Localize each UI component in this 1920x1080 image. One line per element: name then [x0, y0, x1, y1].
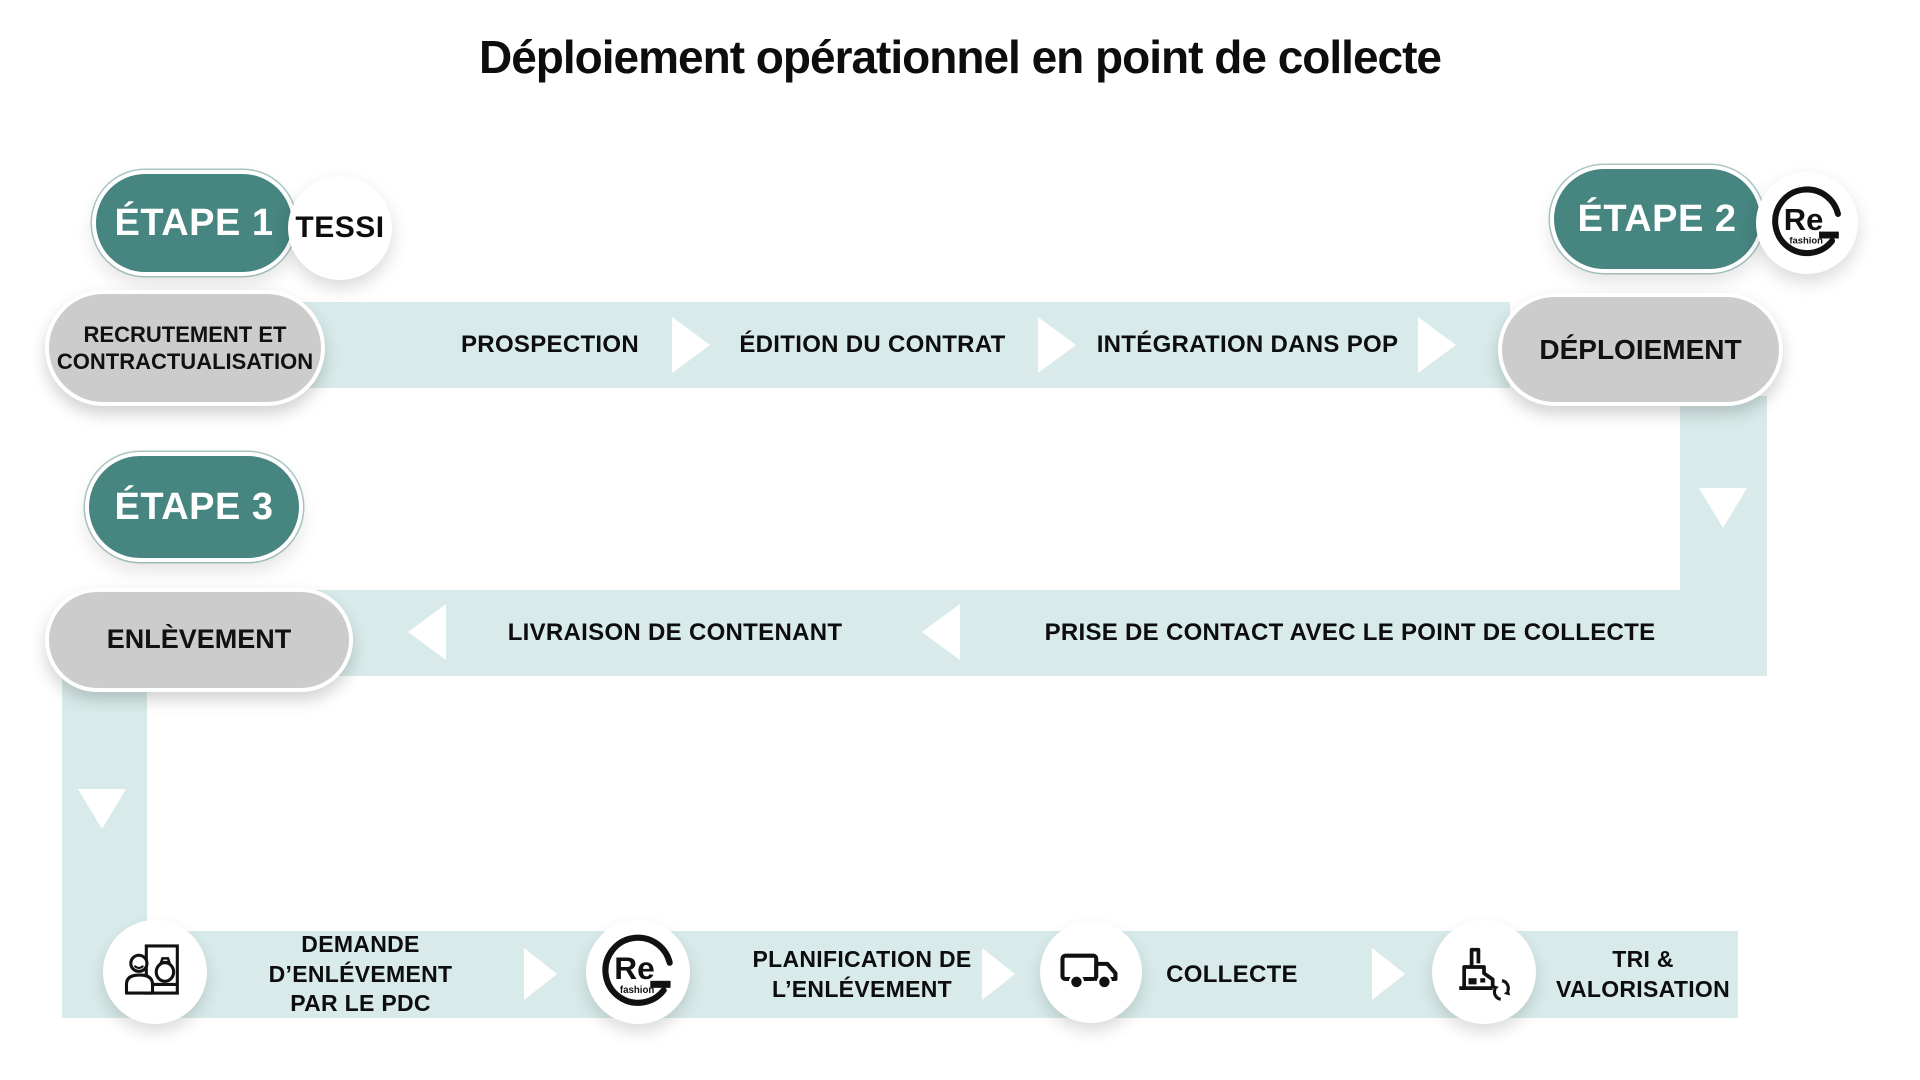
stage-2-pill: ÉTAPE 2 — [1550, 165, 1764, 273]
row3-circle-collecte — [1040, 921, 1142, 1023]
row3-circle-demande — [103, 920, 207, 1024]
arrow-right-icon — [982, 948, 1015, 1000]
svg-text:Re: Re — [614, 950, 655, 986]
row1-step-integration-pop: INTÉGRATION DANS POP — [1096, 331, 1399, 359]
row3-step-tri-valorisation: TRI & VALORISATION — [1556, 945, 1730, 1002]
refashion-badge: Re fashion — [1756, 172, 1858, 274]
row1-start-pill: RECRUTEMENT ET CONTRACTUALISATION — [45, 290, 325, 406]
row1-step-prospection: PROSPECTION — [461, 331, 639, 359]
flow-band-row1 — [170, 302, 1510, 388]
tessi-label: TESSI — [295, 211, 385, 244]
arrow-right-icon — [1418, 317, 1456, 373]
arrow-down-icon — [78, 789, 126, 829]
row1-step-edition-contrat: ÉDITION DU CONTRAT — [739, 331, 1006, 359]
row2-step-livraison: LIVRAISON DE CONTENANT — [507, 619, 843, 647]
row3-step-planification: PLANIFICATION DE L’ENLÉVEMENT — [752, 945, 972, 1002]
stage-3-label: ÉTAPE 3 — [114, 485, 274, 528]
row2-end-pill: ENLÈVEMENT — [45, 588, 353, 692]
row2-end-label: ENLÈVEMENT — [106, 624, 292, 655]
arrow-right-icon — [524, 948, 557, 1000]
row3-circle-tri — [1432, 920, 1536, 1024]
svg-text:fashion: fashion — [1789, 236, 1823, 247]
stage-1-pill: ÉTAPE 1 — [92, 170, 296, 276]
refashion-logo-icon: Re fashion — [594, 928, 682, 1016]
row1-start-label: RECRUTEMENT ET CONTRACTUALISATION — [56, 321, 314, 375]
row3-circle-refashion: Re fashion — [586, 920, 690, 1024]
stage-2-label: ÉTAPE 2 — [1577, 197, 1737, 240]
person-with-bag-icon — [124, 941, 186, 1003]
row1-end-pill: DÉPLOIEMENT — [1498, 293, 1783, 406]
arrow-right-icon — [672, 317, 710, 373]
arrow-left-icon — [922, 604, 960, 660]
stage-1-label: ÉTAPE 1 — [114, 201, 274, 244]
svg-text:fashion: fashion — [620, 985, 654, 996]
arrow-right-icon — [1372, 948, 1405, 1000]
tessi-badge: TESSI — [288, 176, 392, 280]
row3-step-collecte: COLLECTE — [1166, 960, 1298, 988]
row1-end-label: DÉPLOIEMENT — [1539, 334, 1742, 365]
row3-step-demande: DEMANDE D’ENLÉVEMENT PAR LE PDC — [268, 930, 453, 1017]
arrow-down-icon — [1699, 488, 1747, 528]
row2-step-prise-contact: PRISE DE CONTACT AVEC LE POINT DE COLLEC… — [1044, 619, 1656, 647]
svg-text:Re: Re — [1784, 202, 1824, 237]
refashion-logo-icon: Re fashion — [1764, 180, 1850, 266]
factory-recycle-icon — [1453, 942, 1515, 1002]
page-title: Déploiement opérationnel en point de col… — [478, 31, 1442, 83]
arrow-left-icon — [408, 604, 446, 660]
stage-3-pill: ÉTAPE 3 — [85, 452, 303, 562]
truck-icon — [1059, 948, 1123, 996]
arrow-right-icon — [1038, 317, 1076, 373]
